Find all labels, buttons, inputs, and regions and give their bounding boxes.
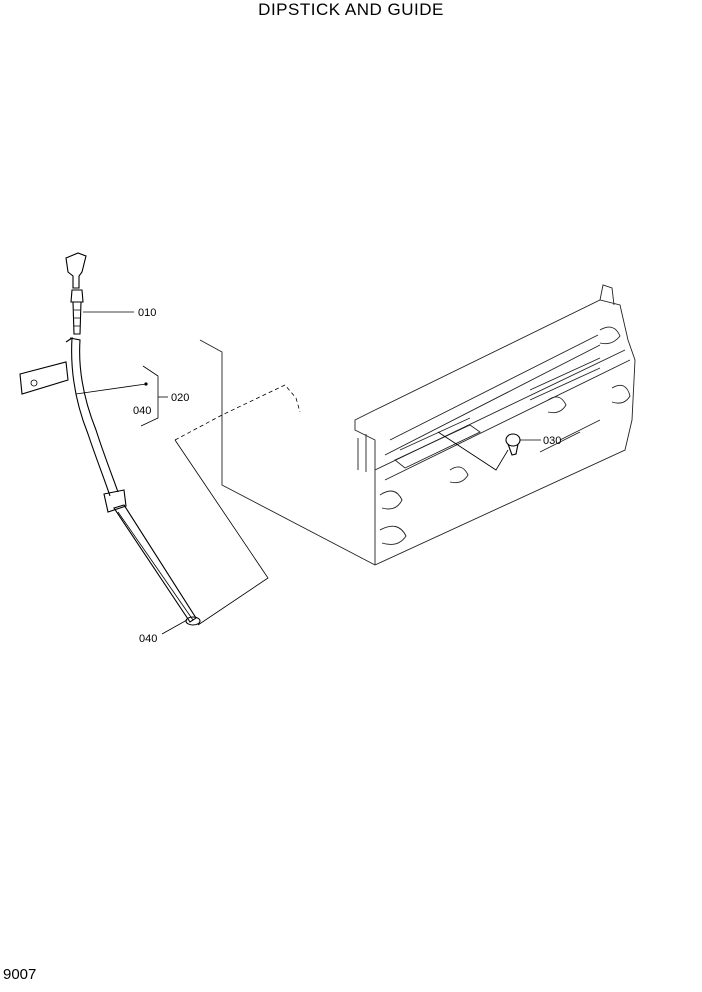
- leader-020-dot: [144, 382, 148, 386]
- callout-010: 010: [138, 307, 156, 319]
- leader-020: [75, 383, 147, 395]
- callout-030: 030: [543, 435, 561, 447]
- guide-tube-part: [19, 336, 201, 626]
- bracket-020: [140, 365, 159, 427]
- dipstick-part: [65, 252, 87, 335]
- callout-040-lower: 040: [139, 633, 157, 645]
- engine-block: [199, 284, 636, 566]
- diagram-title: DIPSTICK AND GUIDE: [258, 0, 444, 19]
- callout-020: 020: [171, 392, 189, 404]
- leader-040-lower: [161, 619, 188, 635]
- callout-040-upper: 040: [133, 405, 151, 417]
- routing-dashed-line: [174, 384, 301, 441]
- routing-bracket-line: [174, 439, 269, 626]
- page-number: 9007: [3, 966, 37, 983]
- bolt-part: [437, 431, 521, 471]
